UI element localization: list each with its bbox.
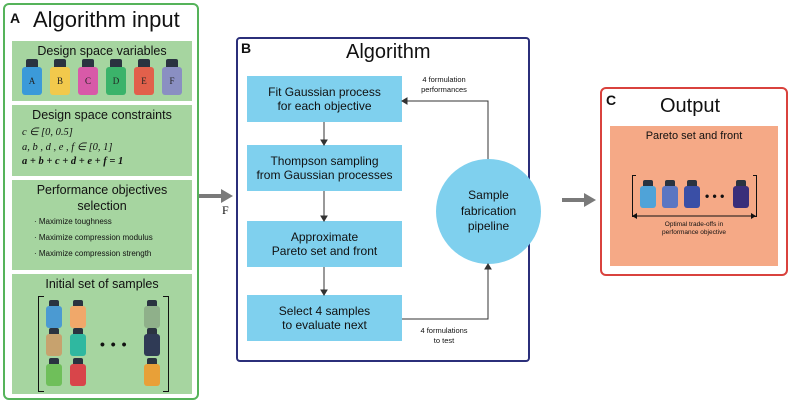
sample-bottle: [144, 328, 160, 356]
panel-c-title: Output: [660, 95, 721, 117]
bottle-f-label: F: [169, 76, 175, 86]
bottle-c-label: C: [84, 76, 91, 86]
sample-bottle: [70, 328, 86, 356]
constraint-line-1: c ∈ [0, 0.5]: [22, 127, 73, 138]
sample-bottle: [144, 300, 160, 328]
objective-item-3: · Maximize compression strength: [34, 249, 152, 258]
arrow-label: F: [222, 203, 229, 217]
step-fit-gaussian: Fit Gaussian process for each objective: [247, 76, 402, 122]
step-fit-gaussian-label: Fit Gaussian process for each objective: [268, 84, 381, 113]
bottle-b-label: B: [56, 76, 63, 86]
objective-item-2: · Maximize compression modulus: [34, 233, 153, 242]
arrow-b-to-c: [562, 193, 596, 207]
step-thompson-sampling-label: Thompson sampling from Gaussian processe…: [256, 153, 393, 182]
pareto-set-label: Pareto set and front: [645, 130, 743, 142]
pareto-set-box: Pareto set and front • • • Optimal trade…: [610, 126, 778, 266]
step-select-samples: Select 4 samples to evaluate next: [247, 295, 402, 341]
samples-right-bracket: [163, 296, 169, 392]
constraint-line-2: a, b , d , e , f ∈ [0, 1]: [22, 142, 113, 153]
pareto-ellipsis: • • •: [705, 189, 725, 203]
panel-c-letter: C: [606, 92, 617, 108]
objectives-header: Performance objectives selection: [36, 183, 168, 213]
pareto-bottle: [640, 180, 656, 208]
pareto-right-bracket: [753, 175, 757, 217]
pareto-left-bracket: [632, 175, 636, 217]
bottle-f: F: [162, 59, 182, 95]
panel-algorithm: B Algorithm Fit Gaussian process for eac…: [236, 37, 541, 362]
initial-samples-box: Initial set of samples • • •: [12, 274, 192, 394]
note-formulations-to-test: 4 formulations to test: [420, 326, 468, 345]
pareto-bottle: [733, 180, 749, 208]
bottle-d-label: D: [112, 76, 120, 86]
performance-objectives-box: Performance objectives selection · Maxim…: [12, 180, 192, 270]
panel-output: C Output Pareto set and front • • • Opti…: [600, 87, 788, 276]
constraints-header: Design space constraints: [32, 108, 172, 122]
pareto-bottle: [662, 180, 678, 208]
panel-b-title: Algorithm: [346, 41, 431, 63]
algorithm-flow-arrows: [320, 97, 492, 320]
pipeline-label: Sample fabrication pipeline: [460, 188, 517, 234]
step-thompson-sampling: Thompson sampling from Gaussian processe…: [247, 145, 402, 191]
bottle-a: A: [22, 59, 42, 95]
bottle-e: E: [134, 59, 154, 95]
tradeoff-arrow: [632, 213, 756, 219]
design-vars-header: Design space variables: [37, 44, 167, 58]
sample-bottle: [70, 300, 86, 328]
step-approximate-pareto-label: Approximate Pareto set and front: [271, 229, 378, 258]
design-space-variables-box: Design space variables A B C D E F: [12, 41, 192, 101]
bottle-a-label: A: [28, 76, 36, 86]
bottle-e-label: E: [141, 76, 147, 86]
panel-b-letter: B: [241, 40, 252, 56]
sample-bottle: [46, 300, 62, 328]
bottle-b: B: [50, 59, 70, 95]
step-approximate-pareto: Approximate Pareto set and front: [247, 221, 402, 267]
step-select-samples-label: Select 4 samples to evaluate next: [278, 303, 371, 332]
panel-algorithm-input: A Algorithm input Design space variables…: [3, 3, 199, 400]
pareto-bottle: [684, 180, 700, 208]
panel-a-letter: A: [10, 10, 21, 26]
samples-ellipsis: • • •: [100, 336, 128, 352]
tradeoff-label: Optimal trade-offs in performance object…: [662, 221, 726, 237]
arrow-a-to-b: [199, 189, 233, 203]
sample-bottle: [46, 358, 62, 386]
constraint-line-3: a + b + c + d + e + f = 1: [22, 156, 124, 167]
samples-left-bracket: [38, 296, 44, 392]
bottle-c: C: [78, 59, 98, 95]
sample-bottle: [70, 358, 86, 386]
objective-item-1: · Maximize toughness: [34, 217, 112, 226]
sample-bottle: [144, 358, 160, 386]
samples-header: Initial set of samples: [45, 277, 159, 291]
sample-fabrication-pipeline: Sample fabrication pipeline: [436, 159, 541, 264]
panel-a-title: Algorithm input: [33, 7, 180, 32]
sample-bottle: [46, 328, 62, 356]
bottle-d: D: [106, 59, 126, 95]
note-formulation-performances: 4 formulation performances: [421, 75, 467, 94]
design-space-constraints-box: Design space constraints c ∈ [0, 0.5] a,…: [12, 105, 192, 176]
